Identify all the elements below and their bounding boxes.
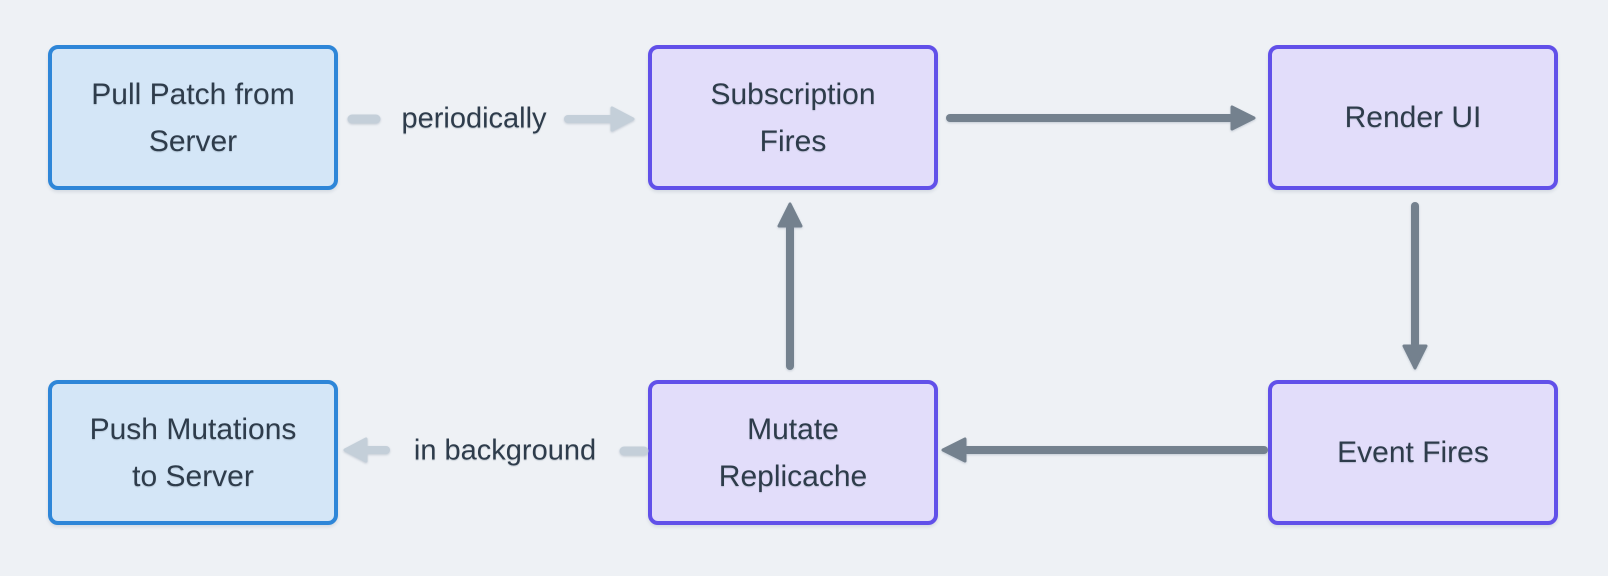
arrowhead-left-icon [343, 437, 368, 463]
edge-label-in-background: in background [413, 434, 597, 467]
node-label: Push Mutations to Server [89, 412, 297, 493]
arrowhead-down-icon [1402, 344, 1428, 370]
node-label: Render UI [1344, 101, 1482, 134]
arrowhead-up-icon [777, 202, 803, 228]
node-event-fires: Event Fires [1268, 380, 1558, 525]
arrow-render-to-event [1402, 202, 1428, 370]
node-label: Subscription Fires [710, 77, 876, 158]
arrow-event-to-mutate [941, 437, 1268, 463]
node-mutate-replicache: Mutate Replicache [648, 380, 938, 525]
connector-dash-pull-side [347, 114, 381, 124]
arrow-periodically-into-subscription [564, 106, 635, 132]
node-subscription-fires: Subscription Fires [648, 45, 938, 190]
node-push-mutations-to-server: Push Mutations to Server [48, 380, 338, 525]
arrowhead-left-icon [941, 437, 967, 463]
node-render-ui: Render UI [1268, 45, 1558, 190]
node-pull-patch-from-server: Pull Patch from Server [48, 45, 338, 190]
arrow-in-background-into-push [343, 437, 390, 463]
arrowhead-right-icon [610, 106, 635, 132]
arrow-mutate-to-subscription [777, 202, 803, 370]
edge-label-periodically: periodically [401, 102, 547, 135]
node-label: Event Fires [1337, 436, 1489, 469]
arrowhead-right-icon [1230, 105, 1256, 131]
node-label: Mutate Replicache [718, 412, 868, 493]
arrow-subscription-to-render [946, 105, 1256, 131]
connector-dash-mutate-side [619, 446, 649, 456]
node-label: Pull Patch from Server [91, 77, 295, 158]
